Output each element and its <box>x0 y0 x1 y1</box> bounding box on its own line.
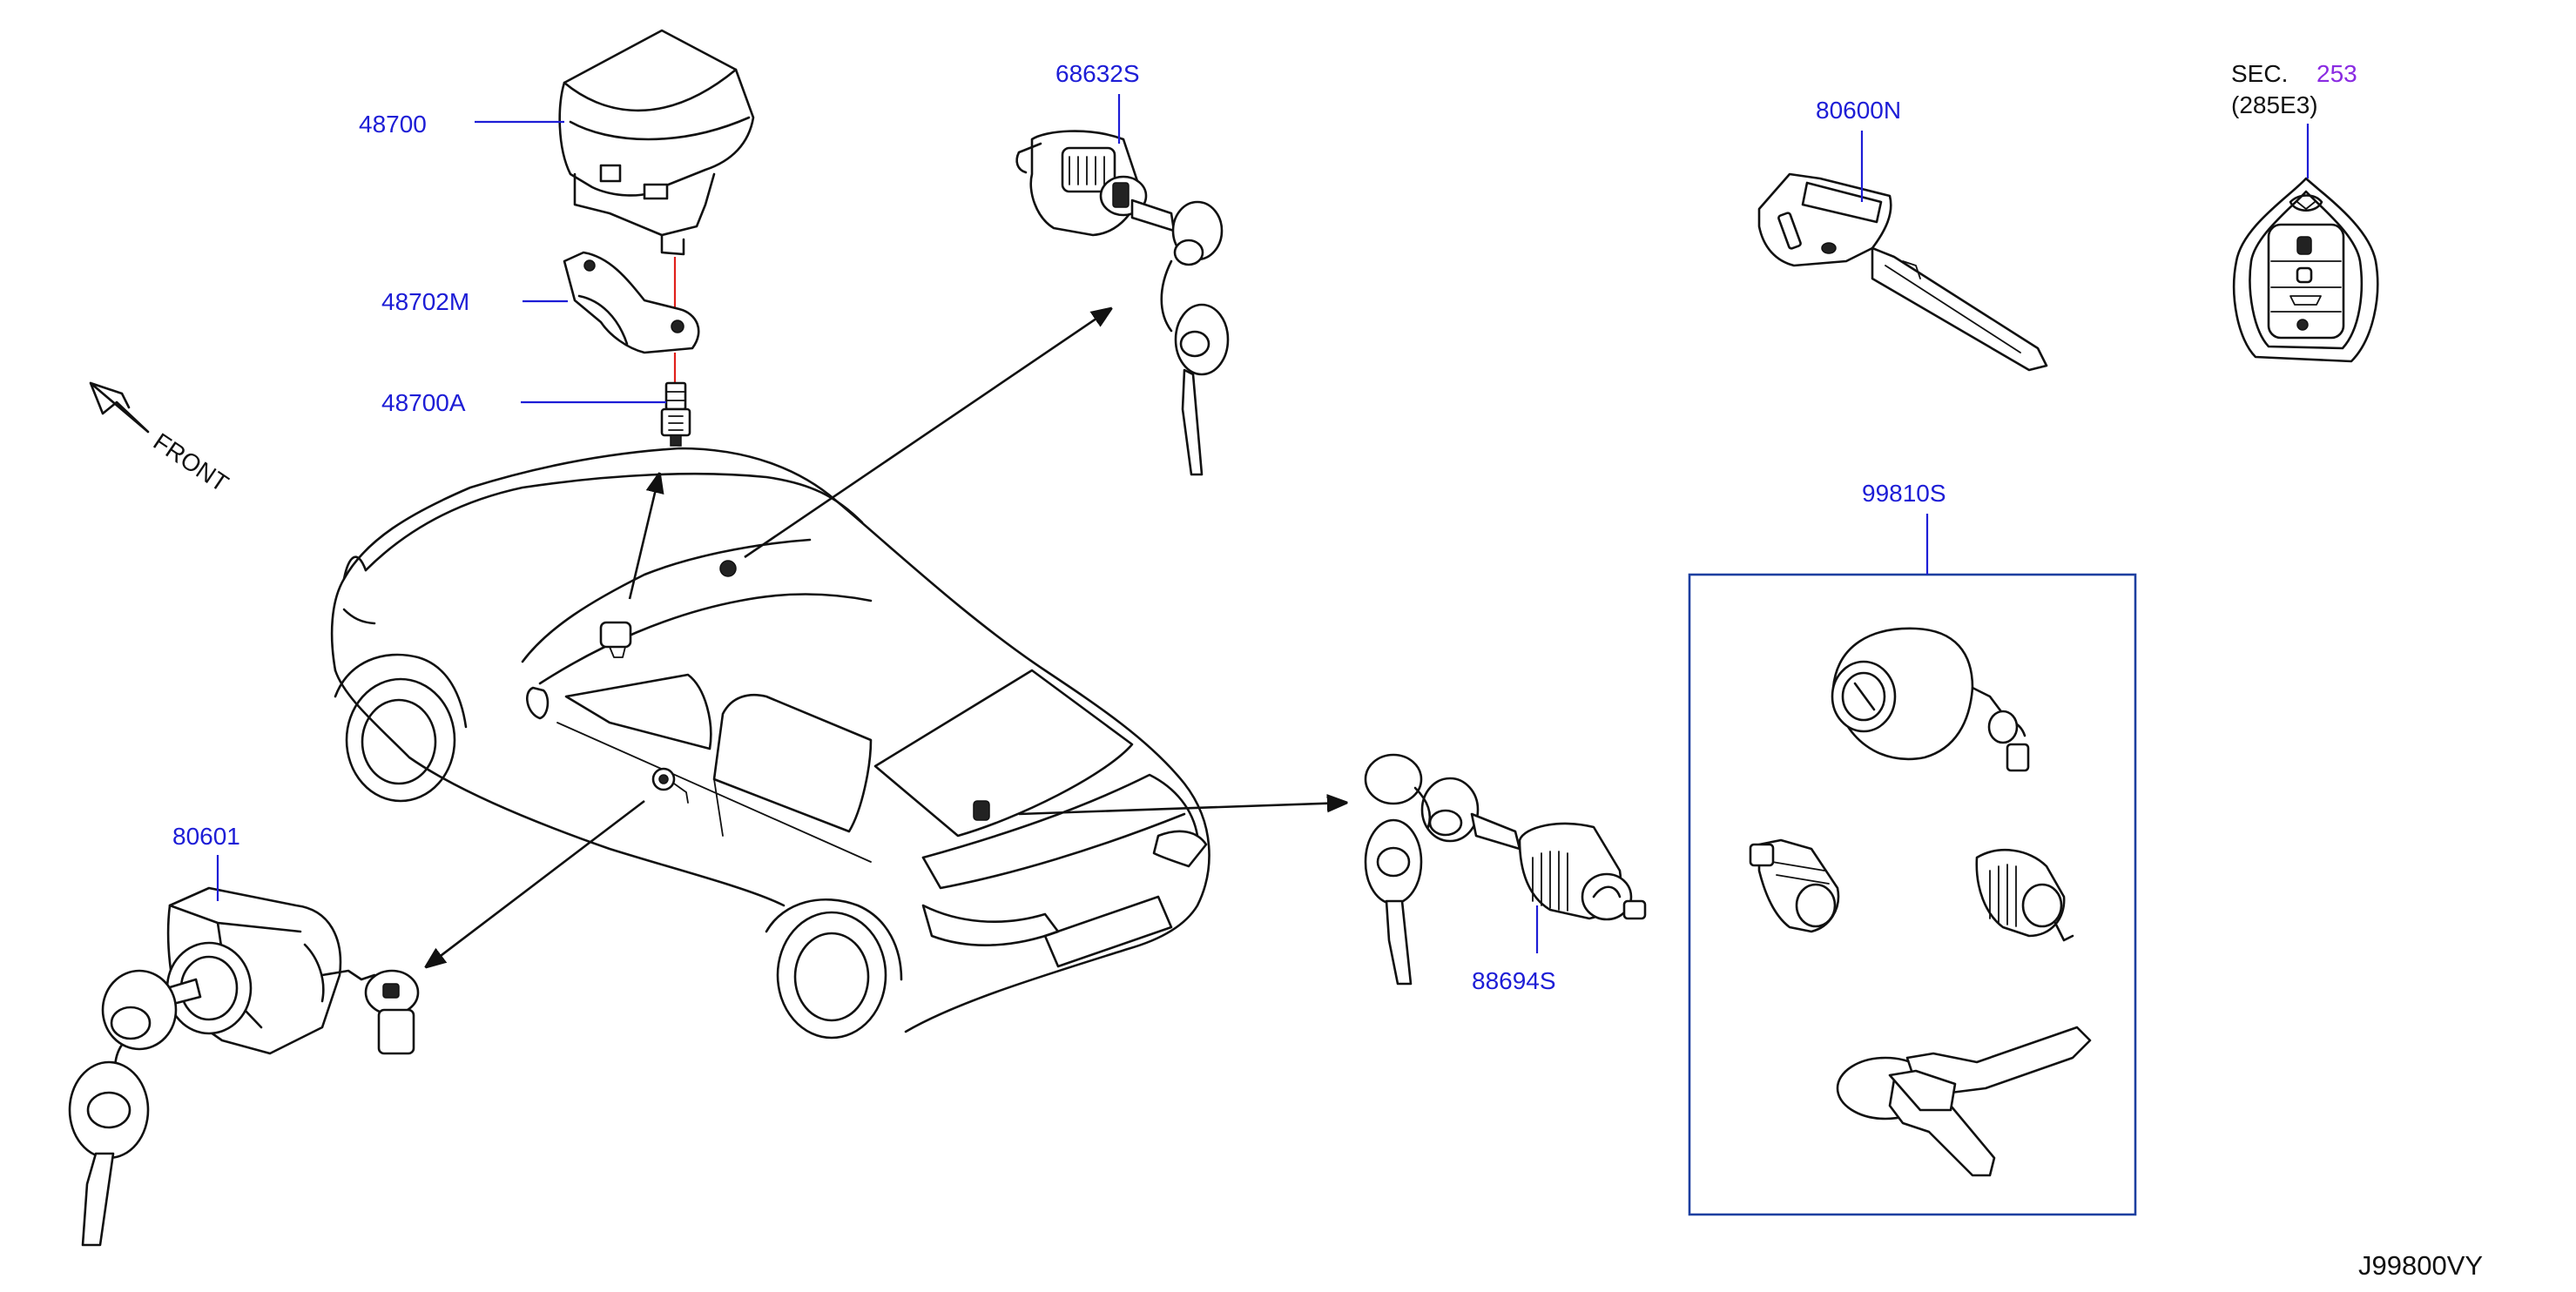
door-lock-arrow <box>427 799 645 966</box>
ignition-location-marker <box>599 621 632 649</box>
trunk-lock-location-marker <box>973 800 990 821</box>
part-label-48700: 48700 <box>359 111 427 138</box>
trunk-lock-arrow <box>1018 803 1345 816</box>
trunk-lock-cylinder-icon <box>1364 753 1647 986</box>
part-label-80600N: 80600N <box>1816 97 1901 124</box>
kit-frame <box>1688 573 2137 1216</box>
intelligent-key-fob-icon <box>2233 177 2379 363</box>
section-number: 253 <box>2316 60 2357 87</box>
glove-box-lock-icon <box>1015 130 1230 476</box>
part-label-80601: 80601 <box>172 823 240 850</box>
part-label-99810S: 99810S <box>1862 480 1946 507</box>
door-lock-cylinder-icon <box>68 886 420 1247</box>
part-label-48700A: 48700A <box>381 389 466 416</box>
shear-bolt-icon <box>660 381 691 447</box>
ignition-arrow <box>628 474 659 600</box>
part-label-48702M: 48702M <box>381 288 469 315</box>
section-sub: (285E3) <box>2231 91 2318 118</box>
section-prefix: SEC. <box>2231 60 2288 87</box>
diagram-code: J99800VY <box>2358 1250 2483 1281</box>
glovebox-arrow <box>744 309 1110 559</box>
steering-lock-bracket-icon <box>563 251 700 354</box>
front-direction-arrow-icon: FRONT <box>89 381 233 497</box>
part-label-68632S: 68632S <box>1055 60 1140 87</box>
front-label: FRONT <box>149 427 233 497</box>
key-set-kit-icon <box>1749 627 2092 1177</box>
car-outline-icon <box>330 447 1210 1040</box>
ignition-switch-icon <box>558 29 755 256</box>
glovebox-location-marker <box>719 560 737 577</box>
key-blank-icon <box>1757 172 2048 372</box>
part-label-88694S: 88694S <box>1472 967 1556 994</box>
